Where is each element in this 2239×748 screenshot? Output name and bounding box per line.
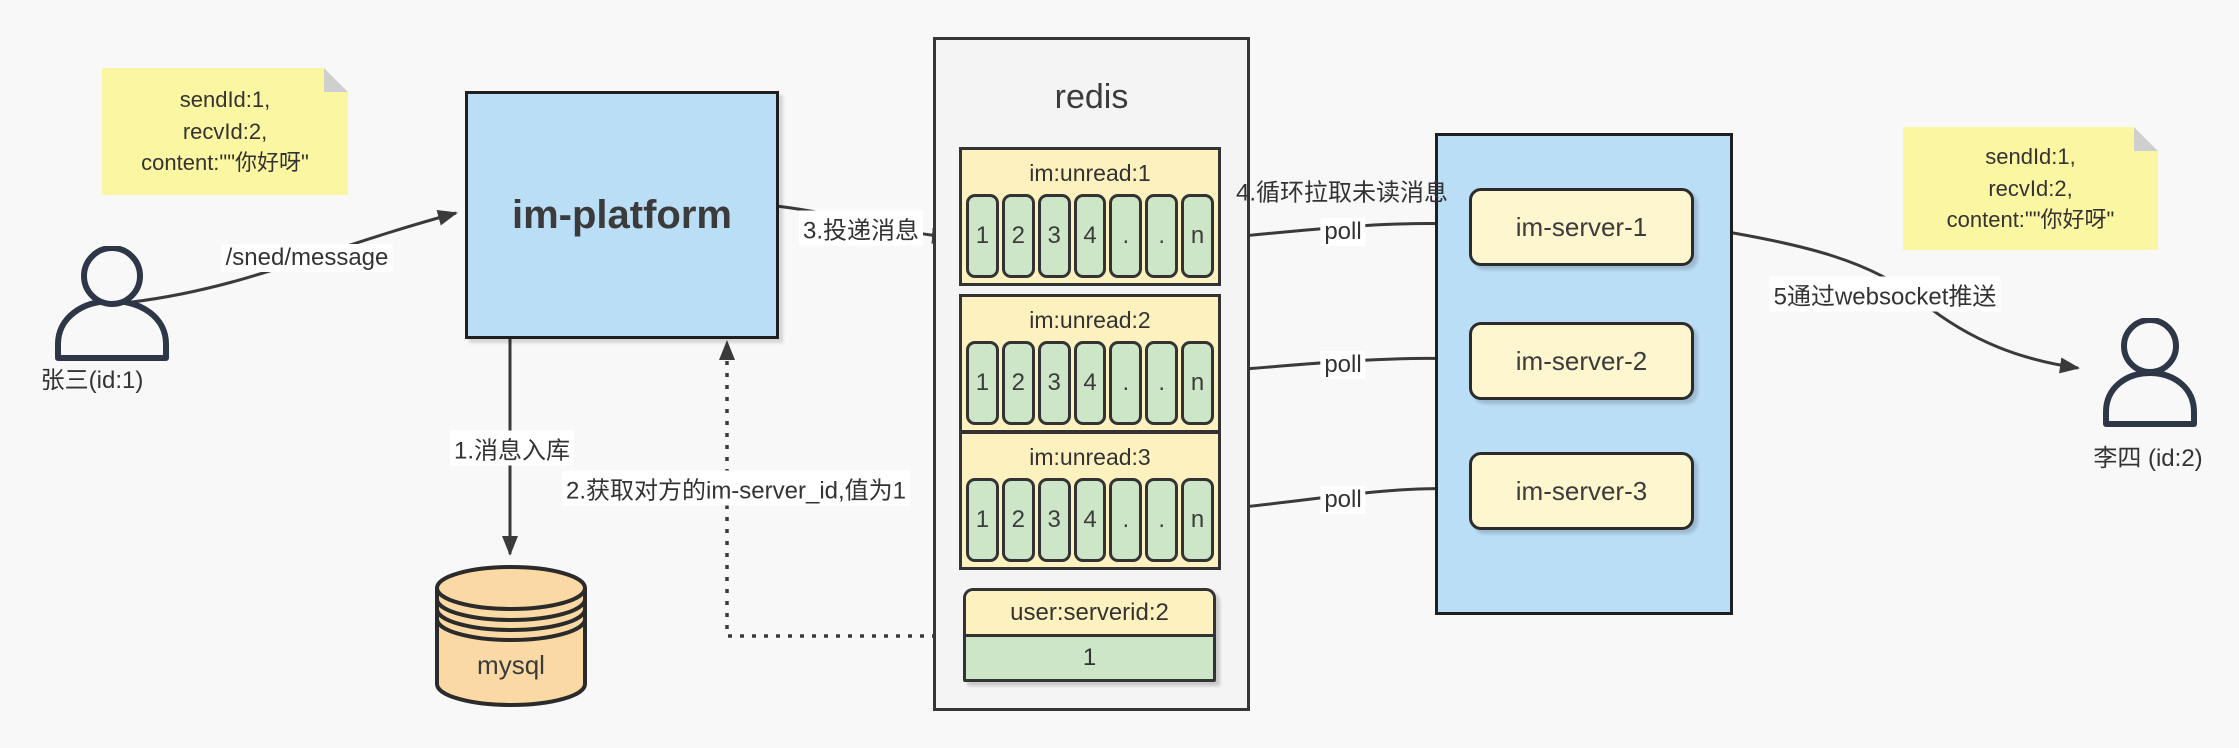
note-fold-icon <box>2134 127 2158 151</box>
user-icon-sender <box>55 246 169 361</box>
queue-cell: . <box>1109 478 1143 562</box>
edge-label-poll-3: poll <box>1320 486 1366 514</box>
queue-header: im:unread:3 <box>1029 444 1151 470</box>
edge-label-poll-1: poll <box>1320 218 1366 246</box>
queue-cell: . <box>1109 194 1143 278</box>
queue-cell: . <box>1109 341 1143 425</box>
im-server-2-label: im-server-2 <box>1515 345 1648 376</box>
note-fold-icon <box>324 68 348 92</box>
note-line: recvId:2, <box>182 118 268 144</box>
queue-cells: 1 2 3 4 . . n <box>962 478 1218 562</box>
queue-cell: 3 <box>1037 194 1071 278</box>
queue-im-unread-2: im:unread:2 1 2 3 4 . . n <box>959 294 1221 433</box>
kv-user-serverid: user:serverid:2 1 <box>963 588 1216 682</box>
receiver-label: 李四 (id:2) <box>2093 445 2203 472</box>
im-server-2-node: im-server-2 <box>1469 322 1694 400</box>
edge-label-step1: 1.消息入库 <box>449 430 575 466</box>
sender-label: 张三(id:1) <box>40 367 144 394</box>
queue-cell: 3 <box>1037 478 1071 562</box>
queue-cell: 2 <box>1001 341 1035 425</box>
queue-cell: . <box>1145 341 1179 425</box>
im-platform-node: im-platform <box>465 91 779 339</box>
queue-cell: 4 <box>1073 341 1107 425</box>
note-line: content:""你好呀" <box>1946 207 2115 233</box>
queue-cell: 4 <box>1073 194 1107 278</box>
queue-header: im:unread:1 <box>1029 160 1151 186</box>
note-line: recvId:2, <box>1988 175 2073 201</box>
mysql-database-icon <box>435 565 587 707</box>
im-platform-label: im-platform <box>512 192 732 237</box>
note-line: sendId:1, <box>179 86 271 112</box>
im-server-3-node: im-server-3 <box>1469 452 1694 530</box>
queue-cell: . <box>1145 194 1179 278</box>
queue-header: im:unread:2 <box>1029 307 1151 333</box>
note-line: sendId:1, <box>1985 143 2076 169</box>
queue-cells: 1 2 3 4 . . n <box>962 194 1218 278</box>
edge-label-step4: 4.循环拉取未读消息 <box>1236 179 1449 207</box>
queue-cell: 1 <box>966 194 999 278</box>
redis-title: redis <box>1054 78 1129 116</box>
note-message-payload-left: sendId:1, recvId:2, content:""你好呀" <box>102 68 348 195</box>
edge-label-step3: 3.投递消息 <box>798 210 924 246</box>
im-server-3-label: im-server-3 <box>1515 475 1648 506</box>
queue-im-unread-3: im:unread:3 1 2 3 4 . . n <box>959 431 1221 570</box>
edge-label-step2: 2.获取对方的im-server_id,值为1 <box>561 470 911 506</box>
queue-cell: 2 <box>1001 194 1035 278</box>
queue-cell: n <box>1181 194 1215 278</box>
note-message-payload-right: sendId:1, recvId:2, content:""你好呀" <box>1903 127 2158 250</box>
queue-im-unread-1: im:unread:1 1 2 3 4 . . n <box>959 147 1221 286</box>
queue-cell: 1 <box>966 341 999 425</box>
mysql-label: mysql <box>477 650 545 680</box>
note-line: content:""你好呀" <box>141 150 309 176</box>
user-icon-receiver <box>2103 318 2197 427</box>
queue-cell: 1 <box>966 478 999 562</box>
im-server-1-node: im-server-1 <box>1469 188 1694 266</box>
queue-cell: 2 <box>1001 478 1035 562</box>
edge-label-step5: 5通过websocket推送 <box>1769 276 2001 312</box>
im-server-1-label: im-server-1 <box>1515 211 1648 242</box>
queue-cells: 1 2 3 4 . . n <box>962 341 1218 425</box>
queue-cell: . <box>1145 478 1179 562</box>
kv-header: user:serverid:2 <box>966 591 1213 634</box>
queue-cell: n <box>1181 478 1215 562</box>
redis-container: redis im:unread:1 1 2 3 4 . . n im:unrea… <box>933 37 1250 711</box>
kv-value: 1 <box>966 634 1213 679</box>
queue-cell: n <box>1181 341 1215 425</box>
edge-label-poll-2: poll <box>1320 351 1366 379</box>
queue-cell: 4 <box>1073 478 1107 562</box>
queue-cell: 3 <box>1037 341 1071 425</box>
edge-label-send-message: /sned/message <box>221 244 393 272</box>
